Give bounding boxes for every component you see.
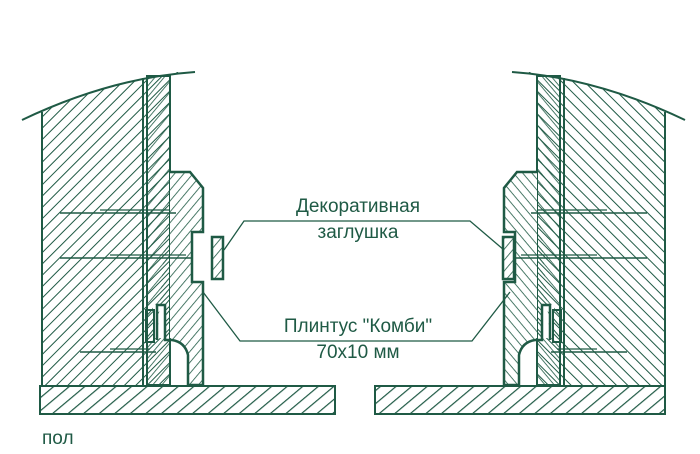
left-assembly (20, 70, 205, 387)
cap-label-line2: заглушка (317, 222, 399, 243)
floor-left (39, 385, 336, 415)
plinth-label-line2: 70х10 мм (316, 342, 400, 363)
plinth-leader (202, 291, 511, 342)
cap-leader (223, 220, 505, 251)
plinth-label-line1: Плинтус "Комби" (283, 316, 433, 337)
cap-label-line1: Декоративная (295, 196, 420, 217)
floor-label: пол (42, 428, 74, 449)
right-assembly (502, 70, 687, 387)
decorative-cap-separate (210, 235, 225, 281)
floor-right (374, 385, 666, 415)
decorative-cap-installed (501, 235, 516, 281)
